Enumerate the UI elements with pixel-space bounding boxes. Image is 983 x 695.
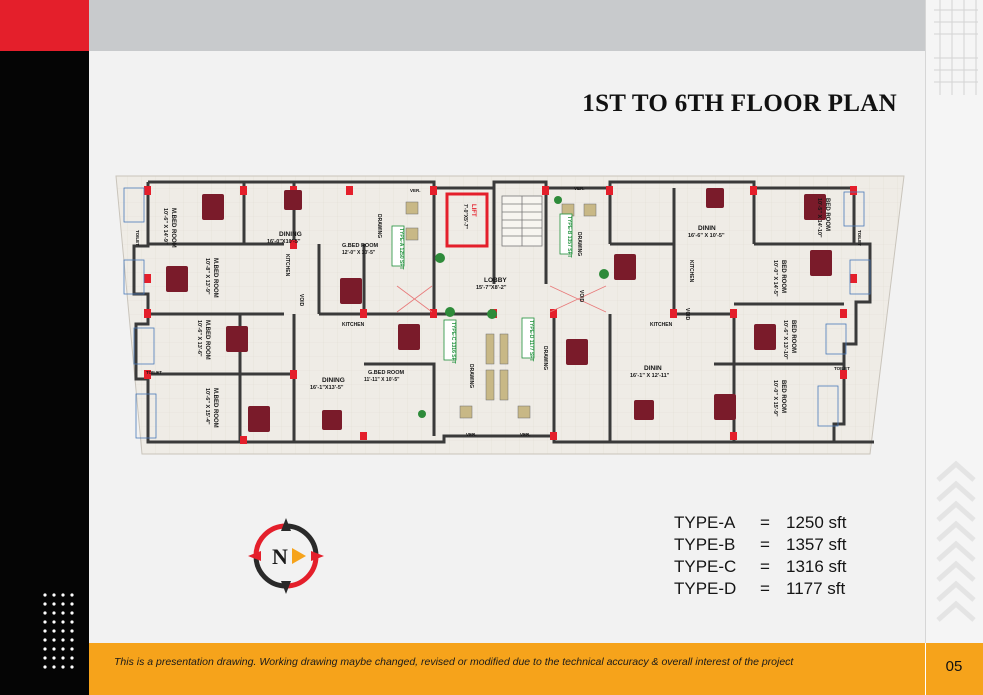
label-mbed-bl: M.BED ROOM [212, 388, 218, 428]
footer-page-box [925, 643, 983, 695]
page-title: 1ST TO 6TH FLOOR PLAN [582, 90, 897, 117]
label-drawing-a: DRAWING [376, 214, 382, 238]
label-dinin-d: DININ [644, 365, 662, 372]
unit-type-name: TYPE-A [674, 513, 736, 532]
right-decor-panel [925, 0, 983, 643]
label-void-c: VOID [684, 308, 690, 321]
unit-type-row: TYPE-B = 1357 sft [674, 534, 847, 556]
unit-type-row: TYPE-D = 1177 sft [674, 578, 847, 600]
label-mbed-l2-dim: 10'-8" X 13'-9" [204, 258, 210, 295]
label-gbed-a-dim: 12'-0" X 10'-5" [342, 250, 376, 256]
left-black-band [0, 51, 89, 643]
label-toilet-b: TOILET [857, 230, 862, 246]
label-drawing-c: DRAWING [468, 364, 474, 388]
compass-letter: N [272, 544, 288, 569]
label-bed-tr: BED ROOM [824, 198, 830, 231]
label-dinin-b: DININ [698, 225, 716, 232]
floor-plan: M.BED ROOM 10'-6" X 14'-9" DINING 16'-0"… [115, 175, 905, 455]
unit-type-name: TYPE-C [674, 557, 737, 576]
label-mbed-l3-dim: 10'-6" X 13'-6" [196, 320, 202, 357]
label-gbed-c: G.BED ROOM [368, 370, 404, 376]
label-lift-dim: 7'-0"X5'-7" [462, 204, 468, 230]
label-kitchen-c: KITCHEN [342, 322, 365, 328]
label-bed-r3-dim: 10'-6" X 13'-10" [782, 320, 788, 360]
label-ver-a: VER. [410, 188, 421, 193]
label-kitchen-d: KITCHEN [650, 322, 673, 328]
unit-type-eq: = [760, 579, 770, 598]
tag-type-d: TYPE-D 1177 SFT [528, 320, 534, 361]
label-ver-c: VER. [466, 432, 477, 437]
label-toilet-d: TOILET [834, 366, 850, 371]
label-dining-a: DINING [279, 231, 302, 238]
unit-type-area: 1250 sft [786, 513, 847, 532]
unit-type-name: TYPE-B [674, 535, 736, 554]
tag-type-a: TYPE-A 1250 SFT [398, 228, 404, 270]
label-void-a: VOID [298, 294, 304, 307]
compass-icon: N [248, 518, 324, 594]
label-lift: LIFT [470, 204, 476, 217]
unit-type-eq: = [760, 557, 770, 576]
label-ver-d: VER. [520, 432, 531, 437]
label-mbed-l3: M.BED ROOM [204, 320, 210, 360]
footer-left-block [0, 643, 89, 695]
label-gbed-c-dim: 11'-11" X 10'-5" [364, 377, 400, 383]
tag-type-b: TYPE-B 1357 SFT [566, 216, 572, 258]
label-lobby-dim: 15'-7"X8'-2" [476, 285, 507, 291]
label-drawing-b: DRAWING [576, 232, 582, 256]
label-dining-a-dim: 16'-0"X10'-5" [267, 239, 301, 245]
tag-type-c: TYPE-C 1316 SFT [450, 322, 456, 364]
dot-grid-decoration [43, 593, 74, 669]
label-bed-r3: BED ROOM [790, 320, 796, 353]
label-kitchen-a: KITCHEN [284, 254, 290, 277]
unit-type-area: 1177 sft [786, 579, 846, 598]
label-kitchen-b: KITCHEN [688, 260, 694, 283]
label-toilet-a: TOILET [135, 230, 140, 246]
page-number: 05 [945, 658, 963, 675]
label-void-b: VOID [578, 290, 584, 303]
label-dining-c-dim: 16'-1"X13'-5" [310, 385, 344, 391]
right-decor-graphics [934, 0, 978, 622]
label-ver-b: VER. [574, 186, 585, 191]
unit-types-list: TYPE-A = 1250 sft TYPE-B = 1357 sft TYPE… [674, 512, 847, 600]
unit-type-name: TYPE-D [674, 579, 737, 598]
label-lobby: LOBBY [484, 277, 507, 284]
label-mbed-bl-dim: 10'-6" X 15'-4" [204, 388, 210, 425]
label-bed-tr-dim: 10'-5" X 14'-10" [816, 198, 822, 238]
footer-bar [89, 643, 925, 695]
label-dinin-b-dim: 16'-6" X 10'-5" [688, 233, 725, 239]
label-bed-br-dim: 10'-0" X 15'-9" [772, 380, 778, 417]
unit-type-area: 1357 sft [786, 535, 847, 554]
header-grey-bar [89, 0, 925, 51]
label-drawing-d: DRAWING [542, 346, 548, 370]
label-dinin-d-dim: 16'-1" X 12'-11" [630, 373, 670, 379]
label-mbed-tl: M.BED ROOM [170, 208, 176, 248]
label-mbed-tl-dim: 10'-6" X 14'-9" [162, 208, 168, 245]
label-bed-r2: BED ROOM [780, 260, 786, 293]
unit-type-eq: = [760, 535, 770, 554]
label-dining-c: DINING [322, 377, 345, 384]
label-toilet-c: TOILET [146, 370, 162, 375]
header-red-block [0, 0, 89, 51]
unit-type-eq: = [760, 513, 770, 532]
unit-type-area: 1316 sft [786, 557, 847, 576]
label-bed-br: BED ROOM [780, 380, 786, 413]
label-gbed-a: G.BED ROOM [342, 243, 378, 249]
label-bed-r2-dim: 10'-0" X 14'-5" [772, 260, 778, 297]
unit-type-row: TYPE-C = 1316 sft [674, 556, 847, 578]
label-mbed-l2: M.BED ROOM [212, 258, 218, 298]
footer-note: This is a presentation drawing. Working … [114, 656, 794, 668]
unit-type-row: TYPE-A = 1250 sft [674, 512, 847, 534]
